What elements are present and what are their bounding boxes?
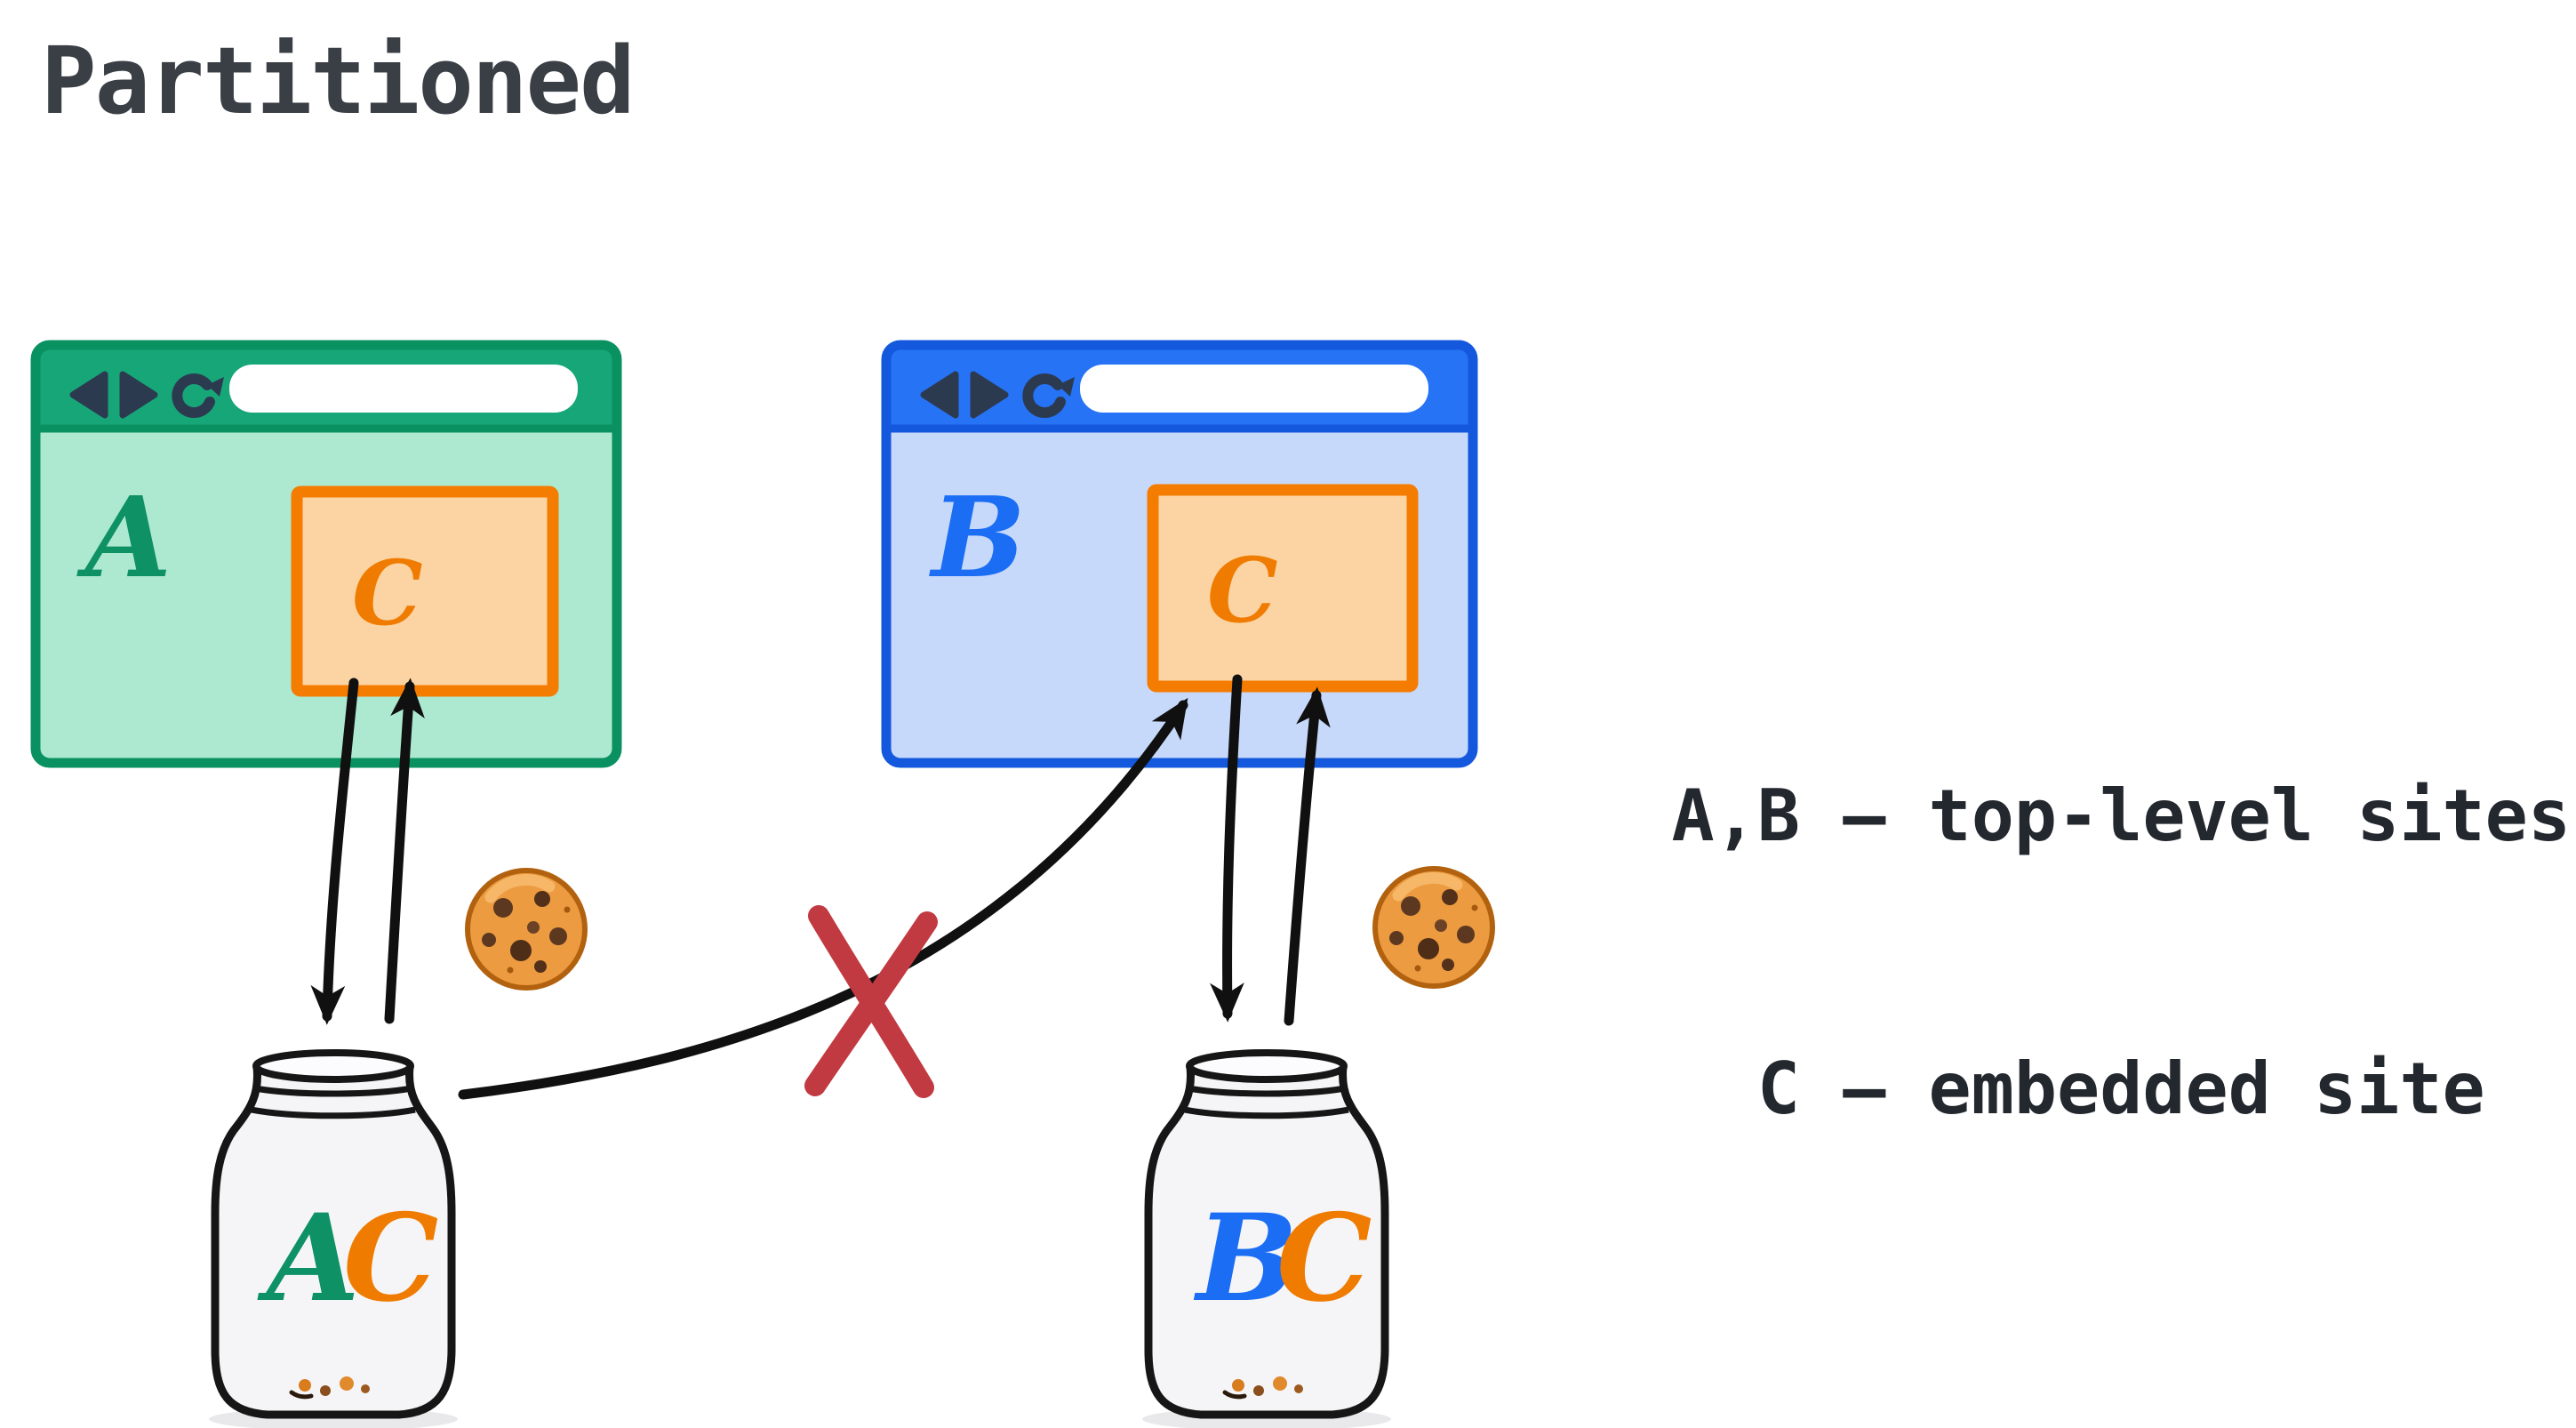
embed-c-label-in-b: C	[1207, 538, 1278, 643]
browser-window-a: A C	[30, 340, 622, 768]
arrow-jar-to-b-frame	[1284, 686, 1331, 1026]
blocked-x-icon	[804, 905, 938, 1098]
jar-ac-letter-a: A	[257, 1187, 360, 1328]
site-b-label: B	[929, 473, 1026, 603]
embedded-frame-c-in-b	[1147, 484, 1419, 693]
legend-line-top-level: A,B – top-level sites	[1671, 774, 2571, 857]
embed-c-label-in-a: C	[352, 541, 423, 646]
cookie-jar-bc: B C	[1142, 1053, 1391, 1428]
address-bar[interactable]	[229, 365, 578, 413]
arrow-jar-to-a-frame	[384, 678, 425, 1024]
diagram-title: Partitioned	[41, 27, 636, 135]
window-a-frame	[30, 340, 622, 768]
jar-bc-letter-c: C	[1276, 1187, 1372, 1328]
forward-icon[interactable]	[970, 371, 1009, 419]
jar-ac-letter-c: C	[343, 1187, 438, 1328]
arrow-b-frame-to-jar	[1210, 674, 1244, 1023]
forward-icon[interactable]	[119, 371, 158, 419]
legend: A,B – top-level sites C – embedded site	[1672, 589, 2571, 1317]
cookie-jar-ac: A C	[209, 1053, 458, 1428]
cookie-icon-left	[468, 870, 585, 988]
arrow-a-frame-to-jar	[310, 678, 359, 1025]
site-a-label: A	[76, 473, 172, 603]
jar-bc-letter-b: B	[1193, 1187, 1298, 1328]
back-icon[interactable]	[920, 371, 959, 419]
address-bar[interactable]	[1080, 365, 1428, 413]
embedded-frame-c-in-a	[291, 485, 559, 697]
window-b-frame	[881, 340, 1478, 768]
reload-icon[interactable]	[172, 373, 224, 418]
cookie-flow-arrows	[310, 674, 1331, 1100]
back-icon[interactable]	[69, 371, 108, 419]
legend-line-embedded: C – embedded site	[1756, 1047, 2485, 1130]
reload-icon[interactable]	[1022, 373, 1075, 418]
arrow-jar-ac-to-b-frame-blocked	[458, 697, 1188, 1100]
browser-window-b: B C	[881, 340, 1478, 768]
cookie-icon-right	[1375, 869, 1492, 986]
